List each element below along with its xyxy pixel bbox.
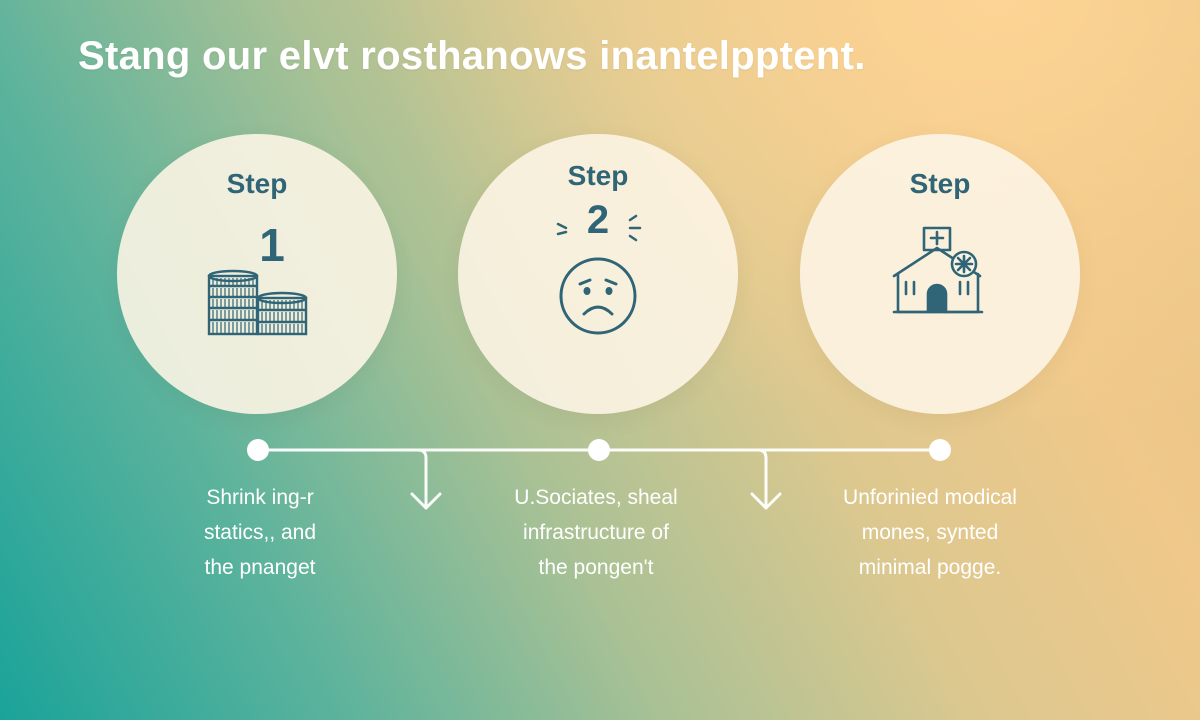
timeline-dot-3 [929, 439, 951, 461]
page-title: Stang our elvt rosthanows inantelpptent. [78, 34, 866, 78]
coin-stack-icon [207, 269, 308, 336]
sad-face-icon [559, 257, 637, 335]
step-2-caption-line: infrastructure of [523, 521, 669, 544]
step-1-label: Step [226, 168, 288, 199]
step-2-caption: U.Sociates, sheal infrastructure of the … [466, 480, 726, 585]
step-1-caption-line: the pnanget [204, 556, 316, 579]
timeline-dot-1 [247, 439, 269, 461]
step-1-circle: Step 1 [117, 134, 397, 414]
step-1-caption-line: statics,, and [203, 521, 317, 544]
step-3-caption-line: Unforinied modical [843, 486, 1017, 509]
step-3-caption-line: minimal pogge. [858, 556, 1002, 579]
step-3-caption-line: mones, synted [861, 521, 999, 544]
step-3-circle: Step [800, 134, 1080, 414]
step-2-caption-line: U.Sociates, sheal [514, 486, 678, 509]
step-3-label: Step [909, 168, 971, 199]
step-2-circle: Step 2 [458, 134, 738, 414]
hospital-building-icon [892, 226, 984, 314]
step-1-caption-line: Shrink ing-r [206, 486, 314, 509]
step-2-number: 2 [586, 198, 610, 242]
step-3-caption: Unforinied modical mones, synted minimal… [800, 480, 1060, 585]
timeline-dot-2 [588, 439, 610, 461]
step-1-number: 1 [259, 219, 285, 271]
step-2-caption-line: the pongen't [538, 556, 654, 579]
step-1-caption: Shrink ing-r statics,, and the pnanget [130, 480, 390, 585]
emphasis-marks-icon [556, 214, 642, 242]
step-2-label: Step [567, 160, 629, 191]
